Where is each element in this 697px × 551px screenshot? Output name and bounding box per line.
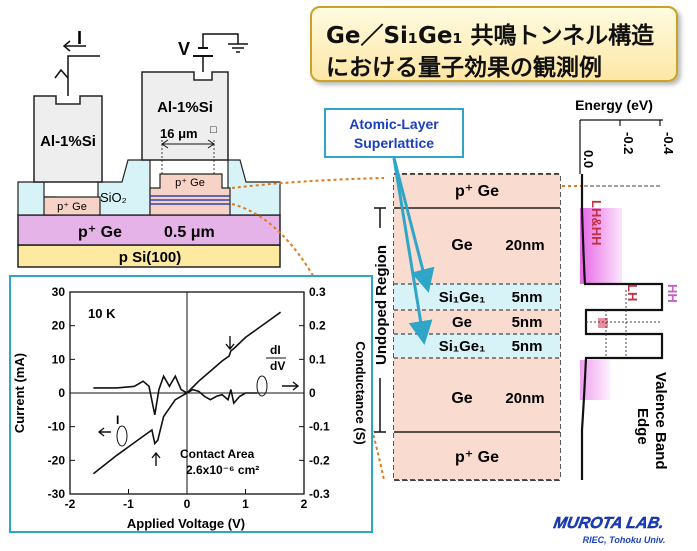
y-tick-label: 10 — [52, 352, 66, 366]
energy-tick-2: -0.4 — [661, 132, 676, 155]
y2-tick-label: 0 — [309, 386, 316, 400]
y-tick-label: 20 — [52, 319, 66, 333]
undoped-region-label: Undoped Region — [373, 245, 390, 365]
layer-spacer-bottom-thickness: 20nm — [505, 390, 544, 407]
dv-label: dV — [270, 359, 285, 373]
lh-hh-label: LH&HH — [589, 200, 604, 246]
layer-top-label: p⁺ Ge — [455, 183, 499, 200]
lab-affiliation: RIEC, Tohoku Univ. — [583, 535, 666, 545]
temperature-label: 10 K — [88, 306, 116, 321]
x-tick-label: 2 — [301, 497, 308, 511]
current-series-label: I — [116, 413, 119, 427]
mesa-width-symbol: □ — [210, 124, 217, 136]
title-box: Ge／Si₁Ge₁ 共鳴トンネル構造 における量子効果の観測例 — [310, 6, 678, 82]
right-electrode-label: Al-1%Si — [157, 99, 213, 116]
layer-spacer-top-thickness: 20nm — [505, 237, 544, 254]
y2-tick-label: -0.1 — [309, 420, 330, 434]
layer-barrier-1-label: Si₁Ge₁ — [439, 289, 486, 306]
band-edge-label-1: Valence Band — [652, 372, 669, 470]
layer-bottom-label: p⁺ Ge — [455, 449, 499, 466]
contact-area-label-2: 2.6x10⁻⁶ cm² — [186, 463, 259, 477]
voltage-symbol: V — [178, 39, 190, 59]
x-tick-label: 1 — [242, 497, 249, 511]
lab-logo: MUROTA LAB. — [552, 514, 665, 532]
layer-stack: p⁺ Ge Ge 20nm Si₁Ge₁ 5nm Ge 5nm Si₁Ge₁ 5… — [370, 173, 561, 481]
title-line-2: における量子効果の観測例 — [326, 55, 602, 81]
contact-left-label: p⁺ Ge — [57, 201, 87, 213]
lh-label: LH — [625, 284, 640, 301]
left-electrode-label: Al-1%Si — [40, 133, 96, 150]
y-tick-label: -30 — [48, 487, 66, 501]
layer-barrier-2-thickness: 5nm — [512, 338, 543, 355]
oxide-label: SiO₂ — [100, 190, 127, 205]
y-tick-label: -10 — [48, 420, 66, 434]
current-symbol: I — [77, 28, 82, 48]
y2-tick-label: 0.1 — [309, 352, 326, 366]
x-tick-label: 0 — [184, 497, 191, 511]
y2-axis-label: Conductance (S) — [353, 341, 368, 444]
hh-label: HH — [665, 284, 680, 303]
superlattice-callout: Atomic-Layer Superlattice — [324, 108, 464, 158]
y-axis-label: Current (mA) — [12, 353, 27, 433]
callout-line-2: Superlattice — [353, 135, 435, 151]
energy-tick-1: -0.2 — [621, 132, 636, 154]
layer-well-thickness: 5nm — [512, 314, 543, 331]
x-tick-label: -1 — [123, 497, 134, 511]
layer-spacer-bottom-label: Ge — [451, 390, 472, 407]
energy-band-diagram: Energy (eV) 0.0 -0.2 -0.4 LH&HH LH HH Va… — [575, 97, 680, 480]
device-cross-section: I V Al-1%Si Al-1%Si 16 μm □ p⁺ Ge p⁺ Ge … — [17, 28, 281, 268]
y2-tick-label: 0.2 — [309, 319, 326, 333]
conductance-line — [93, 374, 258, 416]
band-edge-label-2: Edge — [634, 408, 651, 445]
buffer-layer — [17, 214, 281, 246]
energy-tick-0: 0.0 — [581, 150, 596, 168]
y2-tick-label: 0.3 — [309, 285, 326, 299]
iv-series — [92, 311, 282, 475]
current-line — [92, 311, 282, 475]
y-tick-label: 0 — [58, 386, 65, 400]
buffer-thickness-label: 0.5 μm — [164, 224, 215, 241]
layer-spacer-top-label: Ge — [451, 237, 472, 254]
y-tick-label: -20 — [48, 453, 66, 467]
x-axis-label: Applied Voltage (V) — [127, 516, 245, 531]
y2-tick-label: -0.3 — [309, 487, 330, 501]
contact-right-label: p⁺ Ge — [175, 177, 205, 189]
di-label: dI — [270, 343, 281, 357]
layer-barrier-1-thickness: 5nm — [512, 289, 543, 306]
contact-area-label-1: Contact Area — [180, 447, 255, 461]
y2-tick-label: -0.2 — [309, 453, 330, 467]
buffer-label: p⁺ Ge — [78, 224, 122, 241]
callout-line-1: Atomic-Layer — [349, 116, 439, 132]
substrate-label: p Si(100) — [119, 249, 182, 266]
mesa-width-label: 16 μm — [160, 126, 198, 141]
energy-axis-label: Energy (eV) — [575, 97, 653, 113]
title-line-1: Ge／Si₁Ge₁ 共鳴トンネル構造 — [326, 23, 655, 49]
layer-barrier-2-label: Si₁Ge₁ — [439, 338, 486, 355]
layer-well-label: Ge — [452, 314, 472, 331]
y-tick-label: 30 — [52, 285, 66, 299]
x-tick-label: -2 — [65, 497, 76, 511]
